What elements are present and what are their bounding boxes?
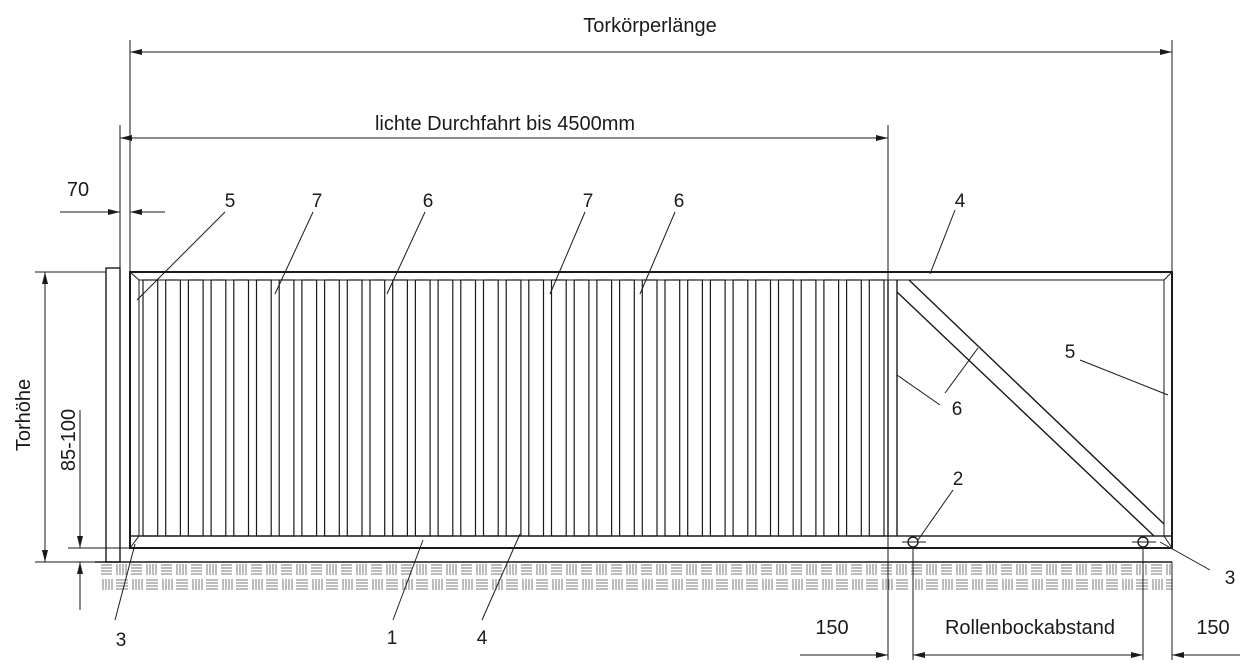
post-offset-label: 70 — [67, 179, 89, 201]
dim-gate-height — [35, 271, 106, 563]
overall-length-label: Torkörperlänge — [583, 15, 716, 37]
callout-6-center: 6 — [952, 399, 963, 420]
callout-leaders — [114, 209, 1211, 621]
picket-bar — [777, 279, 794, 537]
callout-4-top-rail: 4 — [955, 191, 966, 212]
picket-bar — [210, 279, 227, 537]
picket-bar — [346, 279, 363, 537]
picket-bar — [800, 279, 817, 537]
picket-bar — [528, 279, 545, 537]
picket-bar — [641, 279, 658, 537]
picket-bar — [573, 279, 590, 537]
callout-7-picket-b: 7 — [583, 191, 594, 212]
picket-bar — [278, 279, 295, 537]
dim-clear-passage — [119, 125, 889, 660]
picket-bar — [868, 279, 885, 537]
callout-4-bottom: 4 — [477, 628, 488, 649]
callout-3-right: 3 — [1225, 568, 1236, 589]
picket-bar — [664, 279, 681, 537]
roller-spacing-label: Rollenbockabstand — [945, 617, 1115, 639]
callout-1-bottom-rail: 1 — [387, 628, 398, 649]
callout-7-picket-a: 7 — [312, 191, 323, 212]
picket-bar — [233, 279, 250, 537]
picket-bar — [755, 279, 772, 537]
dim-roller-spacing — [800, 548, 1240, 660]
left-margin-label: 150 — [815, 617, 848, 639]
callout-5-post-left: 5 — [225, 191, 236, 212]
picket-bar — [732, 279, 749, 537]
picket-bar — [618, 279, 635, 537]
right-margin-label: 150 — [1196, 617, 1229, 639]
picket-bar — [596, 279, 613, 537]
picket-bar — [165, 279, 181, 537]
picket-bar — [414, 279, 431, 537]
picket-bar — [187, 279, 204, 537]
picket-bar — [392, 279, 409, 537]
diagonal-brace — [896, 279, 1165, 537]
picket-bar — [324, 279, 340, 537]
roller-right — [1132, 536, 1156, 548]
picket-bar — [505, 279, 522, 537]
callout-5-right-post: 5 — [1065, 342, 1076, 363]
bottom-clearance-label: 85-100 — [58, 409, 80, 471]
callout-3-left: 3 — [116, 630, 127, 651]
center-post — [887, 280, 898, 536]
picket-bar — [255, 279, 272, 537]
callout-2-roller: 2 — [953, 469, 964, 490]
gate-frame — [129, 271, 1173, 549]
gate-post — [105, 267, 121, 563]
dim-overall-length — [129, 40, 1173, 272]
callout-6-picket-a: 6 — [423, 191, 434, 212]
picket-bar — [687, 279, 704, 537]
dim-bottom-clearance — [68, 410, 130, 610]
picket-bar — [460, 279, 477, 537]
picket-bar — [845, 279, 862, 537]
callout-6-picket-b: 6 — [674, 191, 685, 212]
roller-left — [902, 536, 926, 548]
ground-paving — [100, 562, 1172, 590]
picket-bar — [823, 279, 840, 537]
picket-bar — [709, 279, 726, 537]
picket-bar — [369, 279, 386, 537]
picket-bar — [550, 279, 567, 537]
picket-bar — [437, 279, 454, 537]
clear-passage-label: lichte Durchfahrt bis 4500mm — [375, 113, 635, 135]
picket-bar — [482, 279, 499, 537]
infill-pickets — [142, 279, 885, 537]
picket-bar — [301, 279, 318, 537]
gate-height-label: Torhöhe — [13, 379, 35, 451]
picket-bar — [142, 279, 159, 537]
